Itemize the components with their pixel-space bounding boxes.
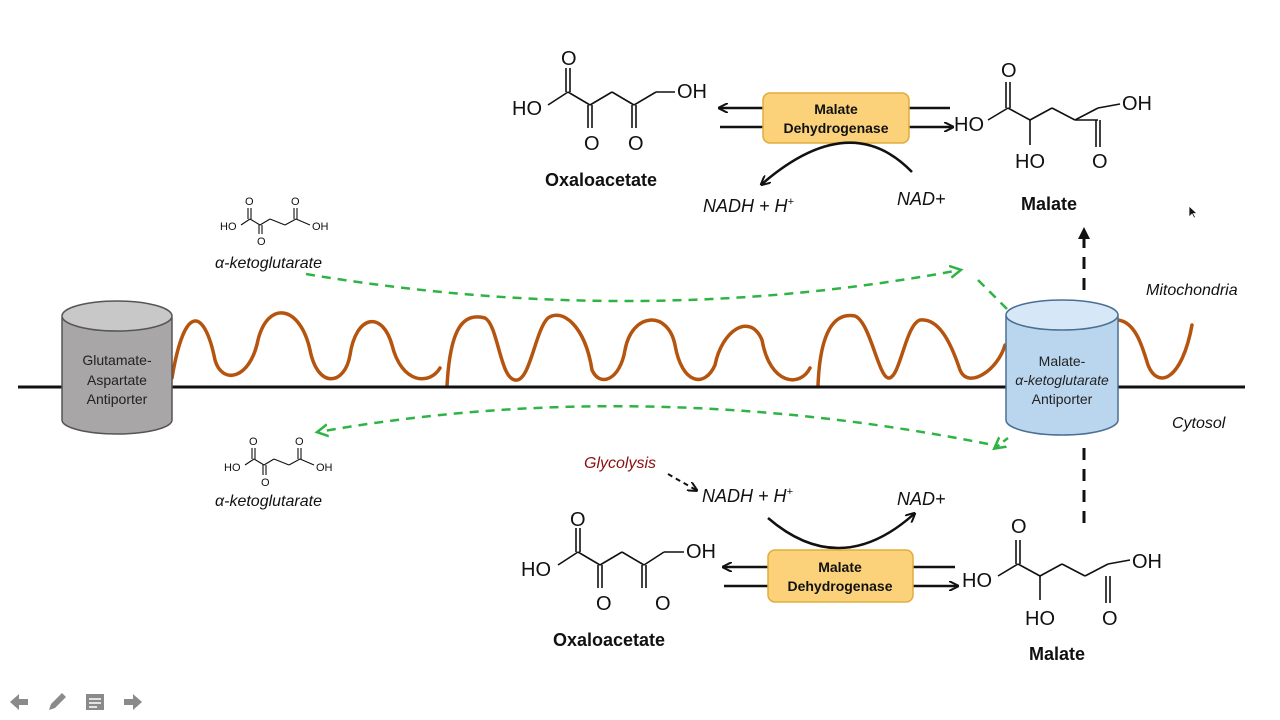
akg-bottom-molecule: HO O O O OH — [224, 436, 333, 489]
akg-top-label: α-ketoglutarate — [215, 255, 322, 272]
svg-text:O: O — [249, 436, 258, 448]
cyto-nadh-label: NADH + H+ — [702, 486, 794, 506]
mito-malate-molecule: HO O HO O OH — [954, 60, 1152, 173]
svg-text:OH: OH — [677, 81, 707, 103]
mito-enzyme-line1: Malate — [814, 101, 858, 117]
svg-text:HO: HO — [521, 559, 551, 581]
malate-akg-antiporter: Malate- α-ketoglutarate Antiporter — [1005, 299, 1119, 436]
mito-enzyme-line2: Dehydrogenase — [783, 120, 888, 136]
malate-entry-arrow — [995, 438, 1009, 448]
right-antiporter-line3: Antiporter — [1032, 391, 1093, 407]
akg-into-antiporter-arrow — [977, 279, 1009, 311]
svg-text:OH: OH — [1122, 93, 1152, 115]
svg-text:O: O — [1092, 151, 1108, 173]
svg-text:O: O — [1001, 60, 1017, 82]
svg-text:OH: OH — [686, 541, 716, 563]
arrow-right-icon[interactable] — [118, 688, 148, 716]
svg-text:O: O — [570, 509, 586, 531]
right-antiporter-line2: α-ketoglutarate — [1015, 372, 1109, 388]
right-antiporter-line1: Malate- — [1039, 353, 1086, 369]
svg-text:HO: HO — [962, 570, 992, 592]
svg-text:HO: HO — [224, 462, 241, 474]
svg-text:HO: HO — [954, 114, 984, 136]
cyto-oxaloacetate-molecule: HO O O O OH — [521, 509, 716, 615]
presentation-toolbar — [4, 688, 148, 716]
mito-oxaloacetate-label: Oxaloacetate — [545, 170, 657, 190]
cyto-nad-label: NAD+ — [897, 489, 946, 509]
akg-exit-arrow — [318, 404, 989, 446]
svg-text:HO: HO — [220, 221, 237, 233]
notes-icon[interactable] — [80, 688, 110, 716]
akg-top-molecule: HO O O O OH — [220, 196, 329, 248]
glycolysis-arrow — [667, 473, 696, 490]
cyto-enzyme-box — [767, 549, 914, 603]
left-antiporter-line1: Glutamate- — [82, 352, 152, 368]
glutamate-aspartate-antiporter: Glutamate- Aspartate Antiporter — [61, 300, 173, 435]
left-cylinder-top — [61, 300, 173, 332]
svg-text:O: O — [628, 133, 644, 155]
svg-text:OH: OH — [316, 462, 333, 474]
svg-text:HO: HO — [1025, 608, 1055, 630]
mitochondria-label: Mitochondria — [1146, 282, 1238, 299]
svg-text:O: O — [1011, 516, 1027, 538]
right-cylinder-body — [1005, 315, 1119, 436]
glycolysis-label: Glycolysis — [584, 455, 656, 472]
left-antiporter-line3: Antiporter — [87, 391, 148, 407]
svg-text:HO: HO — [1015, 151, 1045, 173]
cyto-enzyme-line1: Malate — [818, 559, 862, 575]
svg-text:O: O — [245, 196, 254, 208]
mito-malate-label: Malate — [1021, 194, 1077, 214]
mito-oxaloacetate-molecule: HO O O O OH — [512, 48, 707, 155]
svg-text:O: O — [596, 593, 612, 615]
left-antiporter-line2: Aspartate — [87, 372, 147, 388]
svg-text:O: O — [561, 48, 577, 70]
svg-text:O: O — [655, 593, 671, 615]
svg-text:OH: OH — [1132, 551, 1162, 573]
membrane-wave — [170, 311, 1194, 388]
mito-nad-label: NAD+ — [897, 189, 946, 209]
pen-icon[interactable] — [42, 688, 72, 716]
cyto-enzyme: Malate Dehydrogenase — [724, 549, 957, 603]
svg-text:O: O — [291, 196, 300, 208]
cyto-malate-label: Malate — [1029, 644, 1085, 664]
svg-text:O: O — [295, 436, 304, 448]
mouse-cursor-icon — [1188, 205, 1198, 219]
cyto-cofactor-curve — [767, 514, 914, 550]
cytosol-label: Cytosol — [1172, 415, 1226, 432]
arrow-left-icon[interactable] — [4, 688, 34, 716]
right-cylinder-top — [1005, 299, 1119, 331]
svg-text:HO: HO — [512, 98, 542, 120]
svg-text:O: O — [1102, 608, 1118, 630]
cyto-oxaloacetate-label: Oxaloacetate — [553, 630, 665, 650]
akg-bottom-label: α-ketoglutarate — [215, 493, 322, 510]
cyto-enzyme-line2: Dehydrogenase — [787, 578, 892, 594]
cyto-malate-molecule: HO O HO O OH — [962, 516, 1162, 630]
mito-cofactor-curve — [762, 141, 913, 184]
left-cylinder-body — [61, 317, 173, 435]
akg-transport-arrows — [305, 270, 1009, 448]
svg-text:O: O — [261, 477, 270, 489]
mito-nadh-label: NADH + H+ — [703, 196, 795, 216]
mito-enzyme: Malate Dehydrogenase — [720, 92, 952, 144]
akg-to-antiporter-arrow — [305, 270, 960, 303]
svg-text:O: O — [257, 236, 266, 248]
svg-text:O: O — [584, 133, 600, 155]
svg-text:OH: OH — [312, 221, 329, 233]
